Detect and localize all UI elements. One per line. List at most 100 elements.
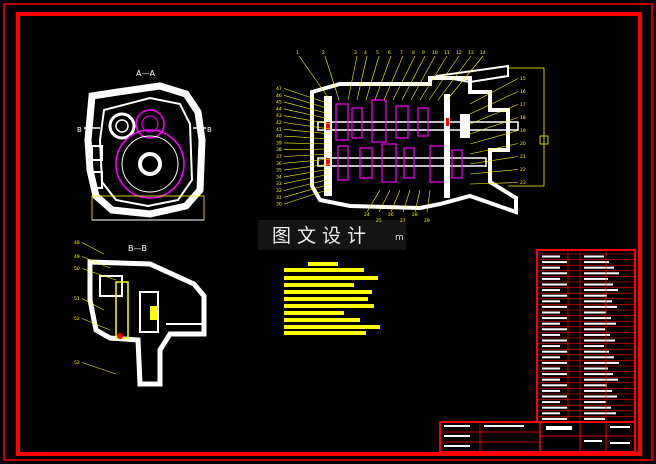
parts-row-entry: [584, 333, 610, 336]
parts-row-entry: [542, 300, 560, 303]
parts-row-entry: [542, 361, 567, 364]
balloon-bottom-29: 29: [424, 218, 430, 224]
leader-line: [428, 55, 460, 101]
balloon-left-38: 38: [276, 147, 282, 153]
leader-line: [283, 188, 331, 205]
parts-row-entry: [542, 417, 567, 420]
parts-row-entry: [542, 401, 560, 404]
balloon-left-32: 32: [276, 188, 282, 194]
parts-row-entry: [584, 339, 615, 342]
drawing-frame: [3, 3, 653, 461]
parts-row-entry: [584, 406, 611, 409]
balloon-top-4: 4: [364, 50, 367, 56]
leader-line: [283, 163, 331, 171]
parts-row-entry: [584, 345, 604, 348]
balloon-top-12: 12: [456, 50, 462, 56]
balloon-bottom-27: 27: [400, 218, 406, 224]
parts-row-entry: [542, 317, 567, 320]
parts-row-entry: [584, 350, 609, 353]
leader-line: [283, 88, 331, 105]
balloon-bottom-25: 25: [376, 218, 382, 224]
parts-row-entry: [542, 255, 560, 258]
balloon-right-17: 17: [520, 102, 526, 108]
parts-row-entry: [542, 289, 560, 292]
leader-line: [298, 55, 331, 101]
leader-line: [437, 55, 472, 101]
leader-line: [283, 178, 331, 191]
leader-line: [283, 95, 331, 110]
leader-line: [365, 55, 380, 101]
leader-line: [378, 189, 391, 213]
leader-line: [81, 268, 117, 281]
leader-line: [283, 122, 331, 130]
leader-line: [469, 91, 519, 115]
parts-row-entry: [584, 395, 617, 398]
balloon-left-33: 33: [276, 181, 282, 187]
leader-line: [469, 117, 519, 135]
leader-line: [366, 189, 381, 213]
balloon-bottom-26: 26: [388, 212, 394, 218]
balloon-bb-52: 52: [74, 316, 80, 322]
balloon-bottom-24: 24: [364, 212, 370, 218]
parts-row-entry: [542, 311, 560, 314]
watermark-backdrop: [258, 220, 406, 250]
balloon-right-16: 16: [520, 89, 526, 95]
leader-line: [426, 189, 431, 213]
parts-row-entry: [584, 417, 605, 420]
technical-notes-block: [284, 262, 380, 335]
leader-line: [283, 108, 331, 120]
parts-row-entry: [584, 328, 605, 331]
balloon-left-42: 42: [276, 120, 282, 126]
leader-line: [347, 55, 358, 101]
parts-row-entry: [584, 305, 617, 308]
parts-row-entry: [584, 322, 616, 325]
parts-row-entry: [542, 356, 560, 359]
leader-line: [469, 104, 519, 125]
balloon-top-6: 6: [388, 50, 391, 56]
parts-row-entry: [584, 261, 609, 264]
section-aa-label: A—A: [136, 69, 155, 78]
balloon-right-18: 18: [520, 115, 526, 121]
leader-line: [283, 153, 331, 157]
leader-line: [469, 156, 519, 165]
parts-row-entry: [542, 384, 567, 387]
parts-row-entry: [542, 339, 567, 342]
parts-row-entry: [584, 356, 614, 359]
parts-row-entry: [584, 389, 612, 392]
parts-row-entry: [584, 294, 607, 297]
parts-row-entry: [584, 289, 618, 292]
parts-row-entry: [542, 328, 567, 331]
parts-row-entry: [584, 373, 613, 376]
balloon-right-23: 23: [520, 180, 526, 186]
leader-line: [283, 135, 331, 140]
balloon-right-20: 20: [520, 141, 526, 147]
leader-line: [283, 148, 331, 150]
parts-row-entry: [584, 300, 612, 303]
parts-row-entry: [542, 283, 567, 286]
balloon-right-19: 19: [520, 128, 526, 134]
balloon-top-5: 5: [376, 50, 379, 56]
parts-row-entry: [542, 333, 560, 336]
balloon-top-13: 13: [468, 50, 474, 56]
balloon-top-2: 2: [322, 50, 325, 56]
section-aa-view: A—A B B: [77, 69, 212, 221]
balloon-bb-50: 50: [74, 266, 80, 272]
balloon-left-35: 35: [276, 168, 282, 174]
leader-line: [469, 169, 519, 175]
parts-row-entry: [542, 373, 567, 376]
balloon-right-15: 15: [520, 76, 526, 82]
leader-line: [356, 55, 368, 101]
leader-line: [401, 55, 426, 101]
parts-row-entry: [542, 378, 560, 381]
balloon-left-43: 43: [276, 113, 282, 119]
parts-row-entry: [584, 272, 619, 275]
balloon-right-21: 21: [520, 154, 526, 160]
parts-row-entry: [542, 294, 567, 297]
leader-line: [283, 168, 331, 178]
balloon-left-31: 31: [276, 195, 282, 201]
title-block: [439, 421, 636, 453]
parts-row-entry: [584, 401, 606, 404]
parts-row-entry: [584, 367, 608, 370]
parts-row-entry: [542, 266, 560, 269]
parts-row-entry: [584, 412, 616, 415]
